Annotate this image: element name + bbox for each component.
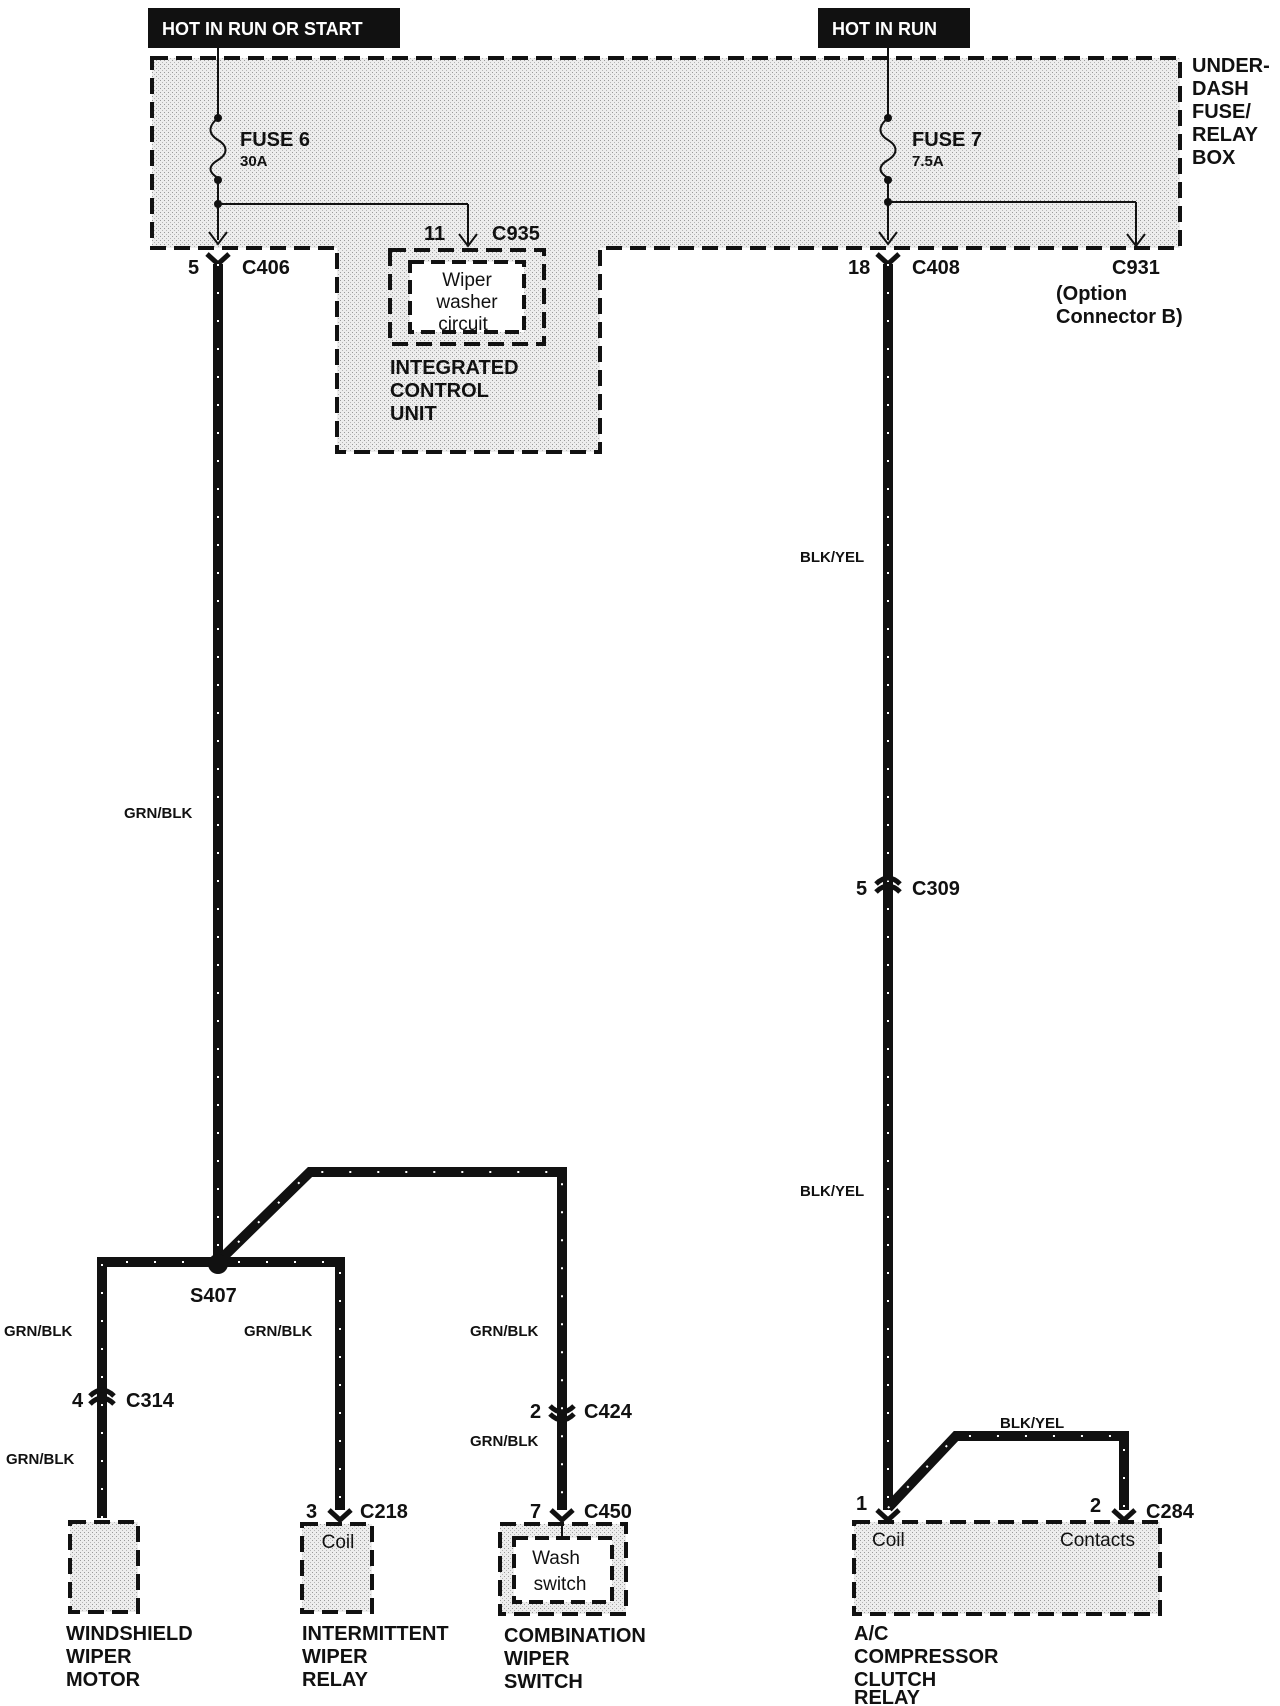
component-label-line: RELAY bbox=[302, 1669, 369, 1691]
connector-c314: 4 C314 bbox=[72, 1387, 175, 1412]
icu-pin: 11 bbox=[424, 223, 445, 245]
switch-inner-line: Wash bbox=[532, 1548, 580, 1569]
wire-label: GRN/BLK bbox=[244, 1323, 312, 1340]
c931-note-line: (Option bbox=[1056, 283, 1127, 305]
component-label-line: CLUTCH bbox=[854, 1669, 936, 1691]
intermittent-wiper-relay: 3 C218 Coil INTERMITTENT WIPER RELAY bbox=[300, 1501, 449, 1691]
relay-coil-label: Coil bbox=[322, 1532, 355, 1553]
connector-c309: 5 C309 bbox=[856, 875, 960, 900]
wire-blk-yel-main: BLK/YEL BLK/YEL bbox=[800, 264, 893, 1510]
c284-name: C284 bbox=[1146, 1501, 1195, 1523]
connector-c424: 2 C424 bbox=[530, 1401, 633, 1423]
fuse-box-outline bbox=[150, 56, 1182, 454]
header-left-text: HOT IN RUN OR START bbox=[162, 19, 363, 39]
wire-label: GRN/BLK bbox=[470, 1323, 538, 1340]
c284-pin: 2 bbox=[1090, 1495, 1101, 1517]
component-label-line: SWITCH bbox=[504, 1671, 583, 1693]
c931-feed: C931 (Option Connector B) bbox=[888, 201, 1183, 328]
c284-coil-pin: 1 bbox=[856, 1493, 867, 1515]
component-label-line: MOTOR bbox=[66, 1669, 141, 1691]
icu-label-line: INTEGRATED bbox=[390, 357, 519, 379]
component-label-line: WIPER bbox=[504, 1648, 570, 1670]
component-label-line: COMBINATION bbox=[504, 1625, 646, 1647]
connector-c408: 18 C408 bbox=[848, 252, 960, 279]
fuse-box-label-line: RELAY bbox=[1192, 124, 1259, 146]
c424-pin: 2 bbox=[530, 1401, 541, 1423]
icu-label-line: UNIT bbox=[390, 403, 437, 425]
wire-label: GRN/BLK bbox=[124, 805, 192, 822]
c931-note-line: Connector B) bbox=[1056, 306, 1183, 328]
c314-name: C314 bbox=[126, 1390, 175, 1412]
icu-inner-line: Wiper bbox=[442, 270, 492, 291]
wire-label: GRN/BLK bbox=[6, 1451, 74, 1468]
c406-name: C406 bbox=[242, 257, 290, 279]
fuse-box-label-line: BOX bbox=[1192, 147, 1236, 169]
wire-grn-blk-main: GRN/BLK bbox=[124, 264, 223, 1262]
splice-s407: S407 bbox=[97, 1167, 567, 1518]
c408-pin: 18 bbox=[848, 257, 870, 279]
wire-label: GRN/BLK bbox=[470, 1433, 538, 1450]
c450-pin: 7 bbox=[530, 1501, 541, 1523]
component-label-line: COMPRESSOR bbox=[854, 1646, 999, 1668]
splice-name: S407 bbox=[190, 1285, 237, 1307]
icu-feed bbox=[218, 203, 478, 248]
integrated-control-unit: 11 C935 Wiper washer circuit INTEGRATED … bbox=[388, 223, 546, 425]
ac-compressor-clutch-relay: BLK/YEL 1 2 C284 Coil Contacts A/C COMPR… bbox=[852, 1415, 1195, 1706]
c309-pin: 5 bbox=[856, 878, 867, 900]
ac-relay-contacts-label: Contacts bbox=[1060, 1530, 1135, 1551]
header-left: HOT IN RUN OR START bbox=[148, 8, 400, 48]
c450-name: C450 bbox=[584, 1501, 632, 1523]
fuse-box-label-line: DASH bbox=[1192, 78, 1249, 100]
fuse-7-name: FUSE 7 bbox=[912, 129, 982, 151]
combination-wiper-switch: 7 C450 Wash switch COMBINATION WIPER SWI… bbox=[498, 1501, 646, 1693]
fuse-box-label-line: FUSE/ bbox=[1192, 101, 1251, 123]
windshield-wiper-motor: WINDSHIELD WIPER MOTOR bbox=[66, 1520, 193, 1691]
fuse-6-name: FUSE 6 bbox=[240, 129, 310, 151]
wire-label: BLK/YEL bbox=[1000, 1415, 1064, 1432]
component-label-line: RELAY bbox=[854, 1687, 921, 1706]
c314-pin: 4 bbox=[72, 1390, 84, 1412]
c424-name: C424 bbox=[584, 1401, 633, 1423]
icu-connector: C935 bbox=[492, 223, 540, 245]
fuse-7-rating: 7.5A bbox=[912, 153, 944, 170]
ac-relay-coil-label: Coil bbox=[872, 1530, 905, 1551]
icu-inner-line: washer bbox=[435, 292, 498, 313]
fuse-7: FUSE 7 7.5A bbox=[878, 48, 982, 246]
c309-name: C309 bbox=[912, 878, 960, 900]
c218-pin: 3 bbox=[306, 1501, 317, 1523]
c218-name: C218 bbox=[360, 1501, 408, 1523]
component-label-line: A/C bbox=[854, 1623, 888, 1645]
switch-inner-line: switch bbox=[534, 1574, 587, 1595]
c931-name: C931 bbox=[1112, 257, 1160, 279]
header-right: HOT IN RUN bbox=[818, 8, 970, 48]
fuse-box-label: UNDER- DASH FUSE/ RELAY BOX bbox=[1192, 55, 1270, 169]
component-label-line: WINDSHIELD bbox=[66, 1623, 193, 1645]
component-label-line: INTERMITTENT bbox=[302, 1623, 449, 1645]
component-label-line: WIPER bbox=[66, 1646, 132, 1668]
component-label-line: WIPER bbox=[302, 1646, 368, 1668]
connector-c406: 5 C406 bbox=[188, 252, 290, 279]
wire-label: BLK/YEL bbox=[800, 1183, 864, 1200]
icu-label-line: CONTROL bbox=[390, 380, 489, 402]
header-right-text: HOT IN RUN bbox=[832, 19, 937, 39]
icu-inner-line: circuit bbox=[438, 314, 488, 335]
fuse-6-rating: 30A bbox=[240, 153, 268, 170]
c406-pin: 5 bbox=[188, 257, 199, 279]
wire-label: GRN/BLK bbox=[4, 1323, 72, 1340]
wire-label: BLK/YEL bbox=[800, 549, 864, 566]
fuse-box-label-line: UNDER- bbox=[1192, 55, 1270, 77]
c408-name: C408 bbox=[912, 257, 960, 279]
